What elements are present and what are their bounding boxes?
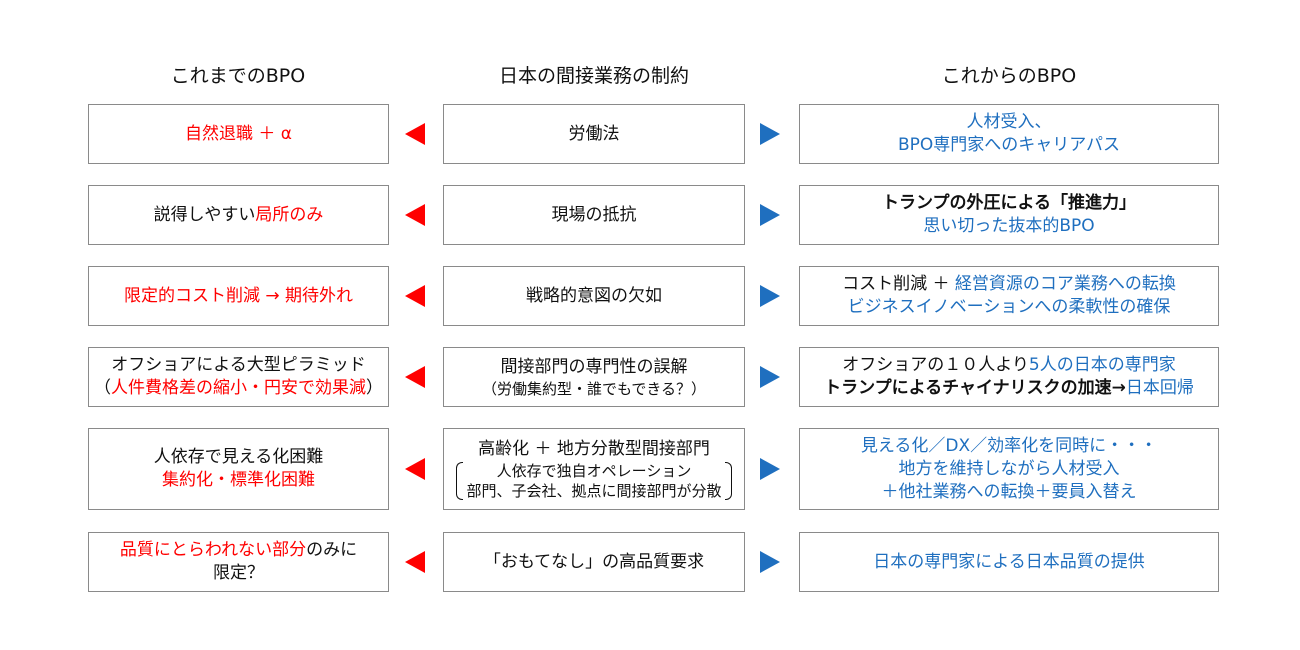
row4-right-text-c: トランプによるチャイナリスクの加速→: [824, 378, 1126, 398]
row4-left-line1: オフショアによる大型ピラミッド: [111, 355, 366, 375]
row1-center-box: 労働法: [443, 104, 745, 164]
row3-center-box: 戦略的意図の欠如: [443, 266, 745, 326]
row5-center-box: 高齢化 ＋ 地方分散型間接部門 人依存で独自オペレーション 部門、子会社、拠点に…: [443, 428, 745, 510]
row1-right-line1: 人材受入、: [966, 112, 1052, 132]
row4-center-box: 間接部門の専門性の誤解 （労働集約型・誰でもできる？）: [443, 347, 745, 407]
row2-left-text-b: 局所のみ: [255, 204, 324, 225]
row2-center-text: 現場の抵抗: [551, 204, 637, 225]
row4-right-text-d: 日本回帰: [1125, 378, 1194, 398]
row5-left-line1: 人依存で見える化困難: [153, 447, 324, 467]
row5-center-line2: 人依存で独自オペレーション: [496, 461, 692, 480]
row5-right-line3: ＋他社業務への転換＋要員入替え: [881, 481, 1137, 502]
row3-right-arrow: [760, 285, 780, 307]
row3-right-line2: ビジネスイノベーションへの柔軟性の確保: [847, 297, 1171, 317]
row3-left-text: 限定的コスト削減 → 期待外れ: [123, 285, 354, 306]
row5-center-line1: 高齢化 ＋ 地方分散型間接部門: [478, 438, 710, 459]
row6-left-text-red: 品質にとらわれない部分: [119, 540, 307, 560]
row4-left-arrow: [405, 366, 425, 388]
row3-left-box: 限定的コスト削減 → 期待外れ: [88, 266, 389, 326]
row4-right-box: オフショアの１０人より5人の日本の専門家 トランプによるチャイナリスクの加速→日…: [799, 347, 1219, 407]
row4-left-text-red: 人件費格差の縮小・円安で効果減: [111, 378, 366, 398]
row5-center-line3: 部門、子会社、拠点に間接部門が分散: [466, 481, 722, 500]
row4-right-text-a: オフショアの１０人より: [842, 355, 1029, 375]
row5-left-arrow: [405, 458, 425, 480]
row1-left-text: 自然退職 ＋ α: [184, 123, 292, 144]
row3-right-box: コスト削減 ＋ 経営資源のコア業務への転換 ビジネスイノベーションへの柔軟性の確…: [799, 266, 1219, 326]
row1-right-arrow: [760, 123, 780, 145]
row3-center-text: 戦略的意図の欠如: [526, 285, 662, 306]
row4-right-arrow: [760, 366, 780, 388]
header-right: これからのBPO: [941, 65, 1077, 87]
row6-right-text: 日本の専門家による日本品質の提供: [873, 551, 1145, 572]
row4-left-paren-close: ）: [366, 378, 383, 398]
row2-left-box: 説得しやすい局所のみ: [88, 185, 389, 245]
row6-left-arrow: [405, 551, 425, 573]
row3-right-text-a: コスト削減 ＋: [842, 274, 955, 294]
row2-right-arrow: [760, 204, 780, 226]
row6-right-arrow: [760, 551, 780, 573]
row1-left-arrow: [405, 123, 425, 145]
row6-left-box: 品質にとらわれない部分のみに 限定？: [88, 532, 389, 592]
row1-right-box: 人材受入、 BPO専門家へのキャリアパス: [799, 104, 1219, 164]
row2-right-line2: 思い切った抜本的BPO: [923, 216, 1095, 236]
row1-right-line2: BPO専門家へのキャリアパス: [898, 135, 1120, 155]
row3-right-text-b: 経営資源のコア業務への転換: [954, 274, 1176, 294]
row2-left-text-a: 説得しやすい: [153, 204, 256, 225]
row4-right-text-b: 5人の日本の専門家: [1028, 355, 1176, 375]
row6-left-line2: 限定？: [213, 563, 264, 583]
row1-left-box: 自然退職 ＋ α: [88, 104, 389, 164]
header-center: 日本の間接業務の制約: [498, 65, 689, 87]
row4-left-paren-open: （: [94, 378, 111, 398]
row3-left-arrow: [405, 285, 425, 307]
row4-left-box: オフショアによる大型ピラミッド （人件費格差の縮小・円安で効果減）: [88, 347, 389, 407]
row6-center-text: 「おもてなし」の高品質要求: [483, 551, 705, 572]
row4-center-line1: 間接部門の専門性の誤解: [500, 356, 688, 377]
row6-left-text-a: のみに: [306, 540, 358, 560]
row5-left-line2: 集約化・標準化困難: [162, 470, 315, 490]
row1-center-text: 労働法: [568, 123, 620, 144]
row6-center-box: 「おもてなし」の高品質要求: [443, 532, 745, 592]
row5-right-line2: 地方を維持しながら人材受入: [898, 458, 1120, 479]
row5-left-box: 人依存で見える化困難 集約化・標準化困難: [88, 428, 389, 510]
row5-right-line1: 見える化／DX／効率化を同時に・・・: [860, 435, 1158, 456]
row5-center-bracket: 人依存で独自オペレーション 部門、子会社、拠点に間接部門が分散: [456, 461, 732, 501]
row6-right-box: 日本の専門家による日本品質の提供: [799, 532, 1219, 592]
row2-right-box: トランプの外圧による「推進力」 思い切った抜本的BPO: [799, 185, 1219, 245]
row4-center-line2: （労働集約型・誰でもできる？）: [481, 379, 707, 398]
row2-center-box: 現場の抵抗: [443, 185, 745, 245]
row2-left-arrow: [405, 204, 425, 226]
row5-right-box: 見える化／DX／効率化を同時に・・・ 地方を維持しながら人材受入 ＋他社業務への…: [799, 428, 1219, 510]
header-left: これまでのBPO: [170, 65, 306, 87]
row5-right-arrow: [760, 458, 780, 480]
row2-right-line1: トランプの外圧による「推進力」: [882, 193, 1136, 213]
